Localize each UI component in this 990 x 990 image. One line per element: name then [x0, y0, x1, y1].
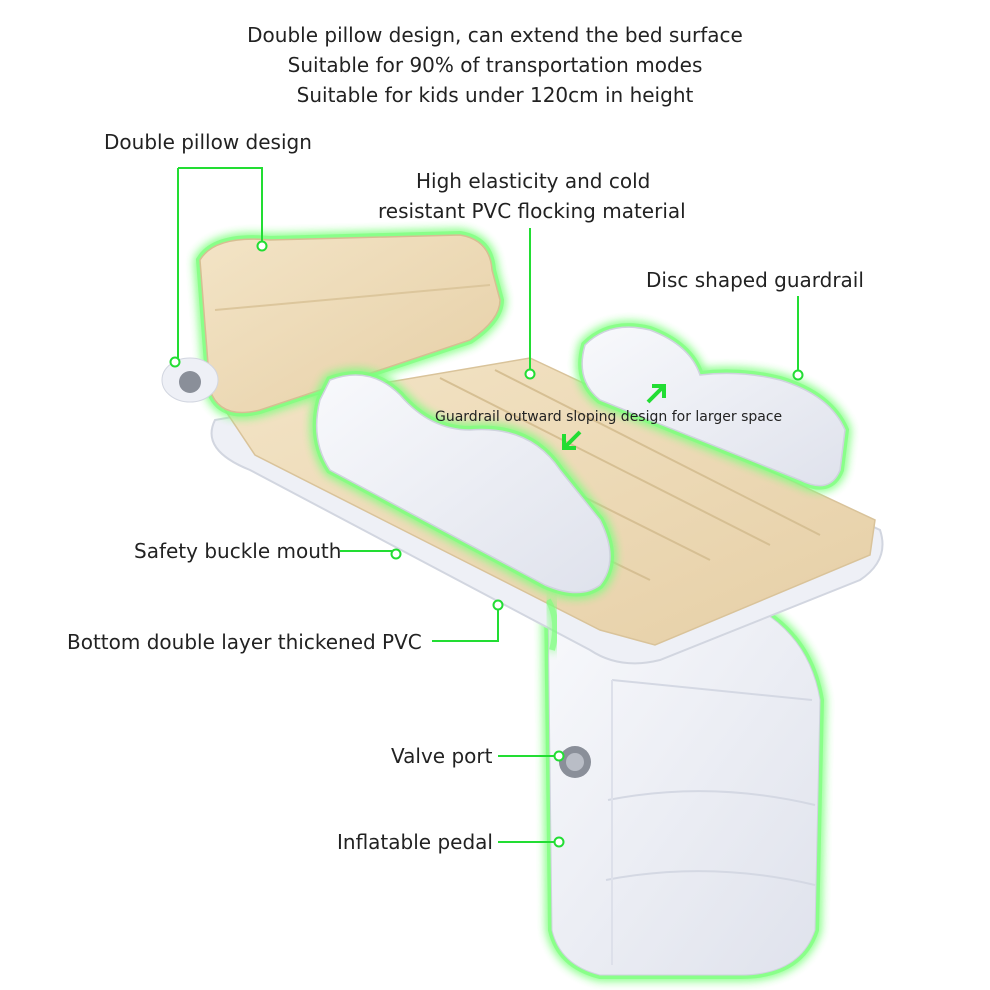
header-line-2: Suitable for 90% of transportation modes [287, 53, 703, 77]
header-text: Double pillow design, can extend the bed… [0, 20, 990, 110]
callout-guardrail: Disc shaped guardrail [646, 268, 864, 292]
callout-pedal: Inflatable pedal [337, 830, 493, 854]
inward-arrow-icon [562, 430, 582, 450]
callout-safety-buckle: Safety buckle mouth [134, 539, 342, 563]
callout-bottom-layer: Bottom double layer thickened PVC [67, 630, 422, 654]
header-line-1: Double pillow design, can extend the bed… [247, 23, 743, 47]
callout-lines [177, 167, 799, 843]
front-guardrail-shape [312, 371, 614, 597]
outward-arrow-icon [646, 384, 666, 404]
pillow-valve-icon [161, 357, 219, 403]
callout-material-line-2: resistant PVC flocking material [378, 199, 686, 223]
rear-guardrail-shape [578, 323, 850, 490]
inflatable-pedal-shape [543, 595, 825, 979]
callout-double-pillow: Double pillow design [104, 130, 312, 154]
header-line-3: Suitable for kids under 120cm in height [296, 83, 694, 107]
pedal-valve-icon [559, 746, 591, 778]
callout-guardrail-slope: Guardrail outward sloping design for lar… [435, 409, 783, 425]
callout-valve-port: Valve port [391, 744, 493, 768]
callout-dots [169, 240, 804, 848]
callout-material-line-1: High elasticity and cold [416, 169, 651, 193]
pillow-shape [195, 230, 505, 417]
